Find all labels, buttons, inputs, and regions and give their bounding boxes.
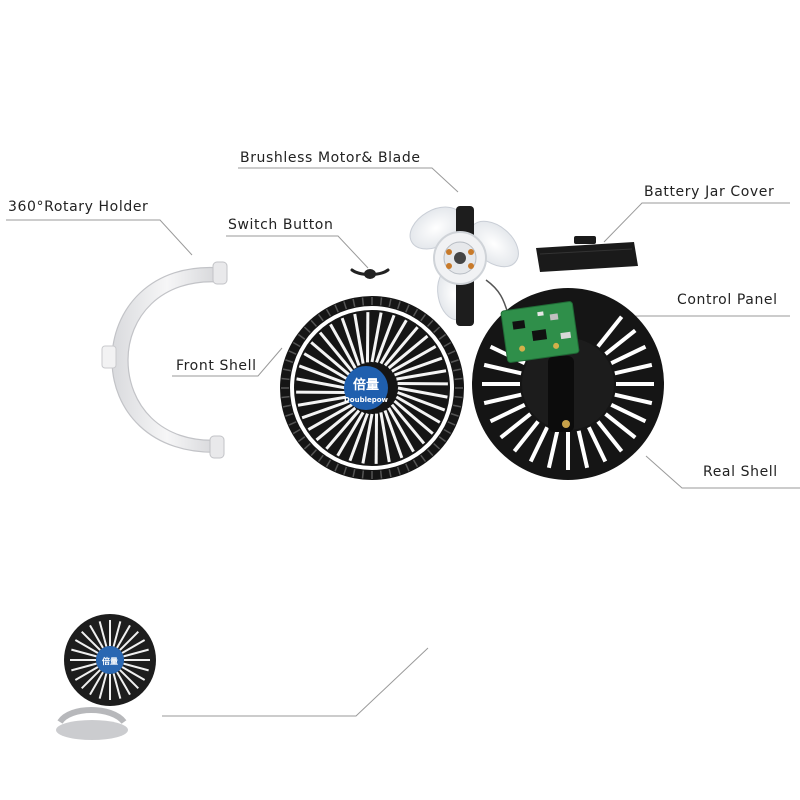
leader-small-fan: [162, 647, 429, 717]
label-switch-button: Switch Button: [228, 217, 334, 233]
leader-real-shell: [645, 455, 800, 489]
leader-switch-button: [226, 235, 369, 269]
label-front-shell: Front Shell: [176, 358, 257, 374]
label-battery-cover: Battery Jar Cover: [644, 184, 775, 200]
label-control-panel: Control Panel: [677, 292, 778, 308]
label-motor-blade: Brushless Motor& Blade: [240, 150, 421, 166]
logo-cn-text: 倍量: [353, 377, 379, 393]
switch-button-part: [350, 268, 390, 279]
leader-battery-cover: [603, 202, 790, 243]
leader-rotary-holder: [6, 219, 193, 256]
label-real-shell: Real Shell: [703, 464, 778, 480]
motor-blade-part: [409, 206, 519, 326]
leader-motor-blade: [238, 167, 459, 193]
logo-en-text: Doublepow: [344, 396, 389, 404]
svg-text:倍量: 倍量: [101, 656, 118, 666]
rotary-holder-part: [101, 261, 228, 459]
leader-lines: [6, 167, 800, 717]
front-shell-logo: 倍量 Doublepow: [344, 366, 389, 410]
leader-front-shell: [172, 347, 283, 377]
control-panel-part: [500, 301, 580, 363]
battery-cover-part: [536, 236, 638, 272]
label-rotary-holder: 360°Rotary Holder: [8, 199, 149, 215]
assembled-fan-thumbnail: 倍量: [56, 614, 156, 740]
